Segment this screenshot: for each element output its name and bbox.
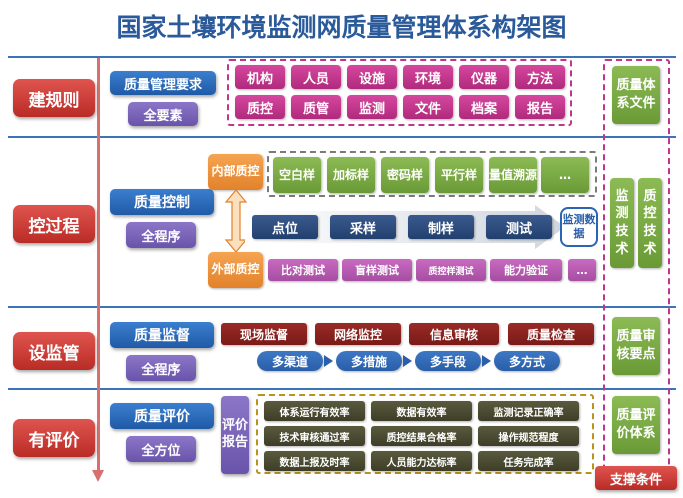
process-step: 点位	[252, 215, 318, 239]
rules-item: 文件	[403, 95, 453, 119]
flow-arrow-line	[97, 58, 100, 476]
external-qc-item: …	[568, 259, 596, 281]
rules-sub-box: 全要素	[128, 102, 198, 126]
evaluation-item: 体系运行有效率	[264, 401, 365, 421]
external-qc-item: 比对测试	[268, 259, 338, 281]
divider-3	[8, 388, 676, 390]
divider-top	[8, 56, 676, 58]
support-doc: 质量体系文件	[612, 66, 660, 124]
rules-main-box: 质量管理要求	[110, 71, 216, 95]
evaluation-main-box: 质量评价	[110, 403, 214, 429]
divider-2	[8, 306, 676, 308]
external-qc-item: 质控样测试	[416, 259, 486, 281]
process-main-box: 质量控制	[110, 189, 214, 215]
evaluation-item: 质控结果合格率	[371, 426, 472, 446]
rules-item: 质管	[291, 95, 341, 119]
rules-item: 质控	[235, 95, 285, 119]
supervision-mean: 多渠道	[257, 351, 323, 371]
supervision-mean: 多措施	[336, 351, 402, 371]
support-monitor-tech: 监测技术	[610, 178, 634, 268]
rules-item: 方法	[515, 65, 565, 89]
internal-qc-item: 加标样	[327, 157, 375, 193]
supervision-item: 网络监控	[315, 323, 401, 345]
supervision-mean-arrow	[324, 355, 333, 367]
divider-1	[8, 136, 676, 138]
internal-qc-item: 量值溯源	[489, 157, 537, 193]
internal-qc-item: …	[541, 157, 589, 193]
section-label-evaluation: 有评价	[13, 419, 95, 457]
rules-item: 环境	[403, 65, 453, 89]
support-audit: 质量审核要点	[612, 317, 660, 375]
supervision-main-box: 质量监督	[110, 322, 214, 348]
rules-item: 设施	[347, 65, 397, 89]
supervision-mean: 多方式	[494, 351, 560, 371]
evaluation-item: 操作规范程度	[478, 426, 579, 446]
external-qc-box: 外部质控	[208, 252, 263, 288]
evaluation-item: 监测记录正确率	[478, 401, 579, 421]
support-eval-system: 质量评价体系	[612, 396, 660, 454]
external-qc-item: 能力验证	[490, 259, 562, 281]
evaluation-item: 人员能力达标率	[371, 451, 472, 471]
rules-item: 机构	[235, 65, 285, 89]
flow-arrow-head	[92, 470, 104, 482]
external-qc-item: 盲样测试	[342, 259, 412, 281]
process-step: 采样	[330, 215, 396, 239]
internal-qc-item: 平行样	[435, 157, 483, 193]
supervision-mean-arrow	[482, 355, 491, 367]
support-label: 支撑条件	[595, 466, 677, 490]
supervision-item: 现场监督	[221, 323, 307, 345]
internal-qc-item: 空白样	[273, 157, 321, 193]
evaluation-report-box: 评价报告	[221, 396, 249, 474]
qc-double-arrow	[224, 190, 248, 252]
supervision-item: 质量检查	[508, 323, 594, 345]
evaluation-item: 技术审核通过率	[264, 426, 365, 446]
internal-qc-item: 密码样	[381, 157, 429, 193]
supervision-mean: 多手段	[415, 351, 481, 371]
rules-item: 仪器	[459, 65, 509, 89]
rules-item: 监测	[347, 95, 397, 119]
evaluation-item: 数据上报及时率	[264, 451, 365, 471]
supervision-item: 信息审核	[409, 323, 499, 345]
internal-qc-box: 内部质控	[208, 154, 263, 190]
evaluation-item: 任务完成率	[478, 451, 579, 471]
supervision-mean-arrow	[403, 355, 412, 367]
section-label-supervision: 设监管	[13, 332, 95, 370]
process-flow-arrow	[245, 205, 565, 249]
rules-item: 报告	[515, 95, 565, 119]
rules-item: 档案	[459, 95, 509, 119]
evaluation-sub-box: 全方位	[126, 436, 196, 462]
support-qc-tech: 质控技术	[638, 178, 662, 268]
section-label-process: 控过程	[13, 205, 95, 243]
section-label-rules: 建规则	[13, 79, 95, 117]
supervision-sub-box: 全程序	[126, 355, 196, 381]
rules-items-frame	[227, 59, 572, 126]
internal-items-frame	[267, 151, 597, 197]
evaluation-items-frame	[256, 394, 594, 474]
rules-item: 人员	[291, 65, 341, 89]
page-title: 国家土壤环境监测网质量管理体系构架图	[116, 13, 567, 42]
process-step: 制样	[408, 215, 474, 239]
process-step: 测试	[486, 215, 552, 239]
evaluation-item: 数据有效率	[371, 401, 472, 421]
process-sub-box: 全程序	[126, 222, 196, 248]
monitor-data-box: 监测数据	[560, 207, 598, 247]
